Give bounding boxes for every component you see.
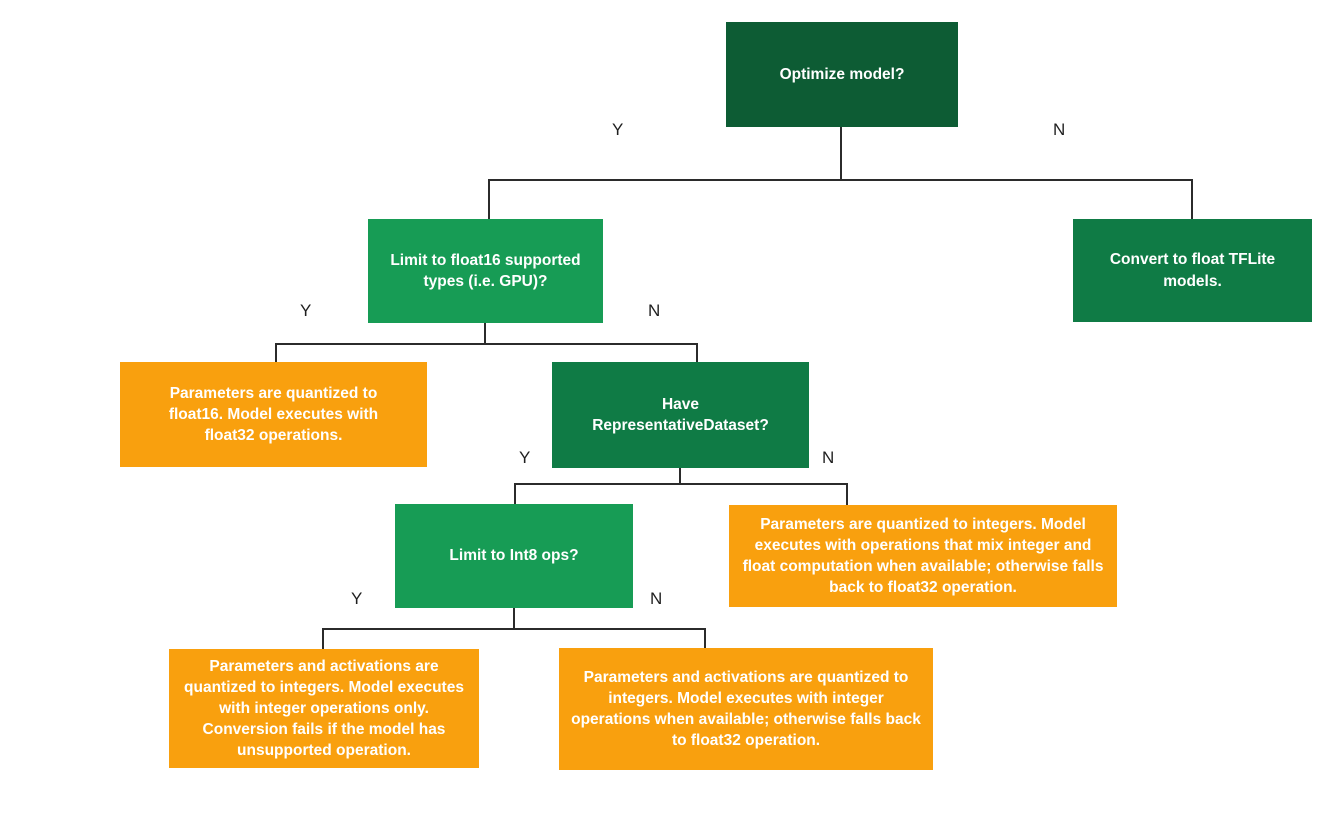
edge-label-int8-yes: Y bbox=[351, 589, 363, 608]
connector-bar-optimize bbox=[488, 179, 1193, 181]
connector-stem-int8 bbox=[513, 608, 515, 629]
edge-label-repdataset-yes: Y bbox=[519, 448, 531, 467]
connector-drop-int8-yes bbox=[322, 628, 324, 649]
connector-stem-float16 bbox=[484, 323, 486, 344]
connector-stem-optimize bbox=[840, 127, 842, 179]
connector-drop-repdataset-no bbox=[846, 483, 848, 505]
edge-label-repdataset-no: N bbox=[822, 448, 835, 467]
node-float16-outcome: Parameters are quantized to float16. Mod… bbox=[120, 362, 427, 467]
connector-bar-int8 bbox=[322, 628, 706, 630]
node-int8-fallback-outcome: Parameters and activations are quantized… bbox=[559, 648, 933, 770]
connector-bar-float16 bbox=[275, 343, 698, 345]
edge-label-optimize-yes: Y bbox=[612, 120, 624, 139]
edge-label-int8-no: N bbox=[650, 589, 663, 608]
edge-label-optimize-no: N bbox=[1053, 120, 1066, 139]
edge-label-float16-yes: Y bbox=[300, 301, 312, 320]
node-optimize-model: Optimize model? bbox=[726, 22, 958, 127]
node-mixed-int-float-outcome: Parameters are quantized to integers. Mo… bbox=[729, 505, 1117, 607]
node-limit-int8: Limit to Int8 ops? bbox=[395, 504, 633, 608]
node-have-representative-dataset: Have RepresentativeDataset? bbox=[552, 362, 809, 468]
connector-drop-float16-yes bbox=[275, 343, 277, 363]
connector-drop-optimize-yes bbox=[488, 179, 490, 219]
node-int8-only-outcome: Parameters and activations are quantized… bbox=[169, 649, 479, 768]
connector-bar-repdataset bbox=[514, 483, 848, 485]
node-convert-float-tflite: Convert to float TFLite models. bbox=[1073, 219, 1312, 322]
connector-drop-float16-no bbox=[696, 343, 698, 363]
connector-drop-int8-no bbox=[704, 628, 706, 648]
connector-stem-repdataset bbox=[679, 468, 681, 484]
connector-drop-repdataset-yes bbox=[514, 483, 516, 504]
node-limit-float16: Limit to float16 supported types (i.e. G… bbox=[368, 219, 603, 323]
edge-label-float16-no: N bbox=[648, 301, 661, 320]
connector-drop-optimize-no bbox=[1191, 179, 1193, 219]
